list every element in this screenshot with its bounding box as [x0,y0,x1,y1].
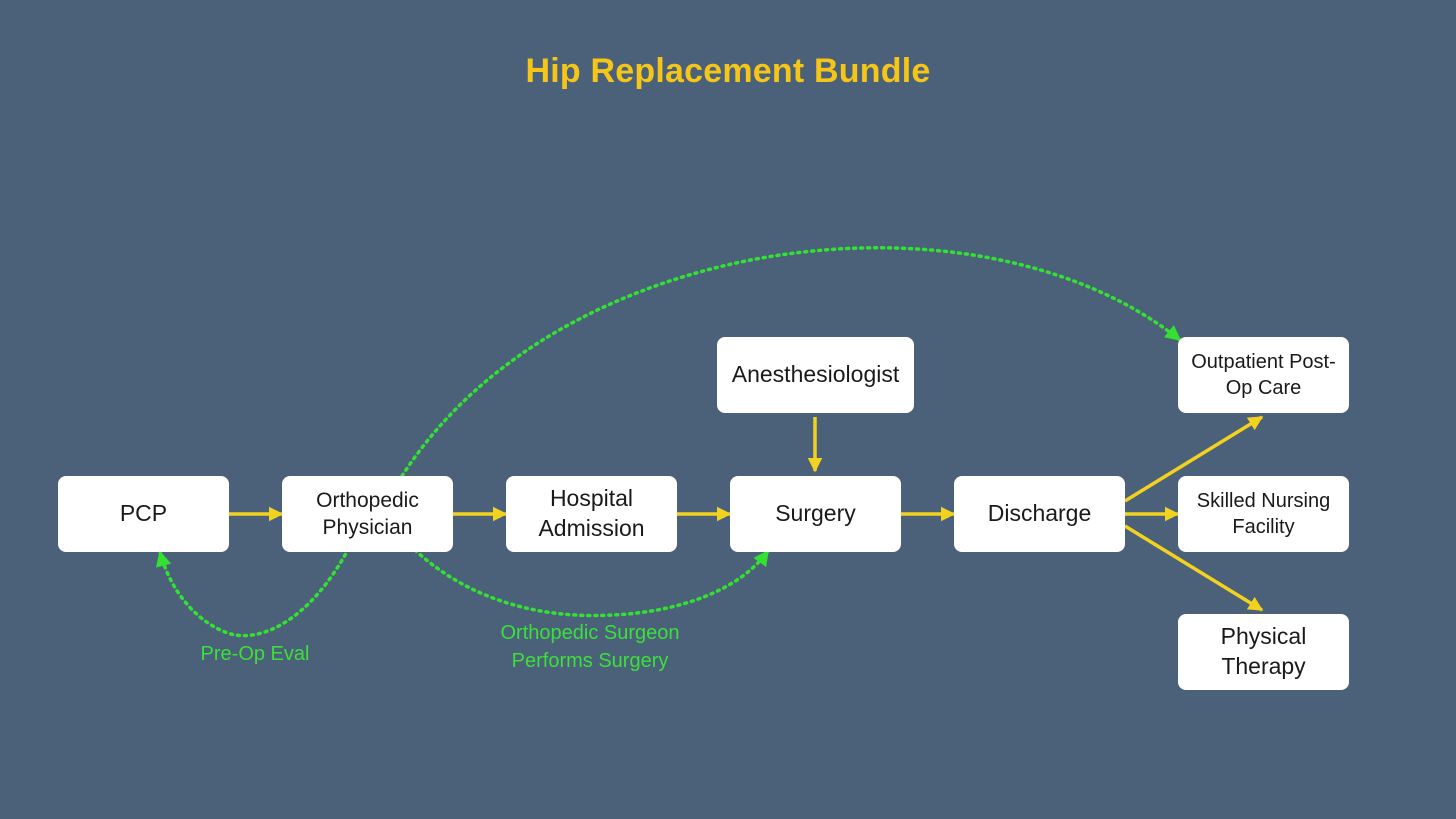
node-outpatient-label-line1: Outpatient Post- [1191,351,1336,373]
dotted-arrow-ortho-to-outpatient [400,246,1182,478]
node-discharge-label: Discharge [987,500,1092,527]
node-skilled-nursing-facility[interactable]: Skilled Nursing Facility [1178,476,1349,552]
label-orthopedic-surgeon: Orthopedic Surgeon Performs Surgery [460,620,720,675]
node-anesthesiologist-label: Anesthesiologist [731,361,900,388]
node-hospital-admission[interactable]: Hospital Admission [506,476,677,552]
node-hospital-label-line1: Hospital [549,485,634,512]
dotted-arrow-ortho-to-surgery [413,548,770,618]
node-orthopedic-physician[interactable]: Orthopedic Physician [282,476,453,552]
node-pcp[interactable]: PCP [58,476,229,552]
node-physical-therapy[interactable]: Physical Therapy [1178,614,1349,690]
node-hospital-label-line2: Admission [538,515,645,541]
node-outpatient-post-op-care[interactable]: Outpatient Post- Op Care [1178,337,1349,413]
node-surgery[interactable]: Surgery [730,476,901,552]
node-snf-label-line1: Skilled Nursing [1196,490,1331,512]
arrow-discharge-to-outpatient [1124,415,1264,503]
node-outpatient-label-line2: Op Care [1225,377,1302,399]
node-discharge[interactable]: Discharge [954,476,1125,552]
node-pt-label-line2: Therapy [1221,653,1306,679]
label-surgeon-line2: Performs Surgery [511,649,669,672]
node-pt-label-line1: Physical [1220,623,1307,650]
node-snf-label-line2: Facility [1232,516,1295,538]
node-pcp-label: PCP [119,500,168,527]
node-anesthesiologist[interactable]: Anesthesiologist [717,337,914,413]
node-surgery-label: Surgery [775,500,856,527]
label-pre-op-eval: Pre-Op Eval [200,643,310,665]
dotted-arrow-ortho-to-pcp [155,540,354,638]
diagram-title: Hip Replacement Bundle [525,52,931,90]
label-surgeon-line1: Orthopedic Surgeon [500,622,680,644]
arrow-discharge-to-pt [1124,524,1264,612]
node-ortho-label-line2: Physician [322,516,413,539]
node-ortho-label-line1: Orthopedic [316,488,419,512]
